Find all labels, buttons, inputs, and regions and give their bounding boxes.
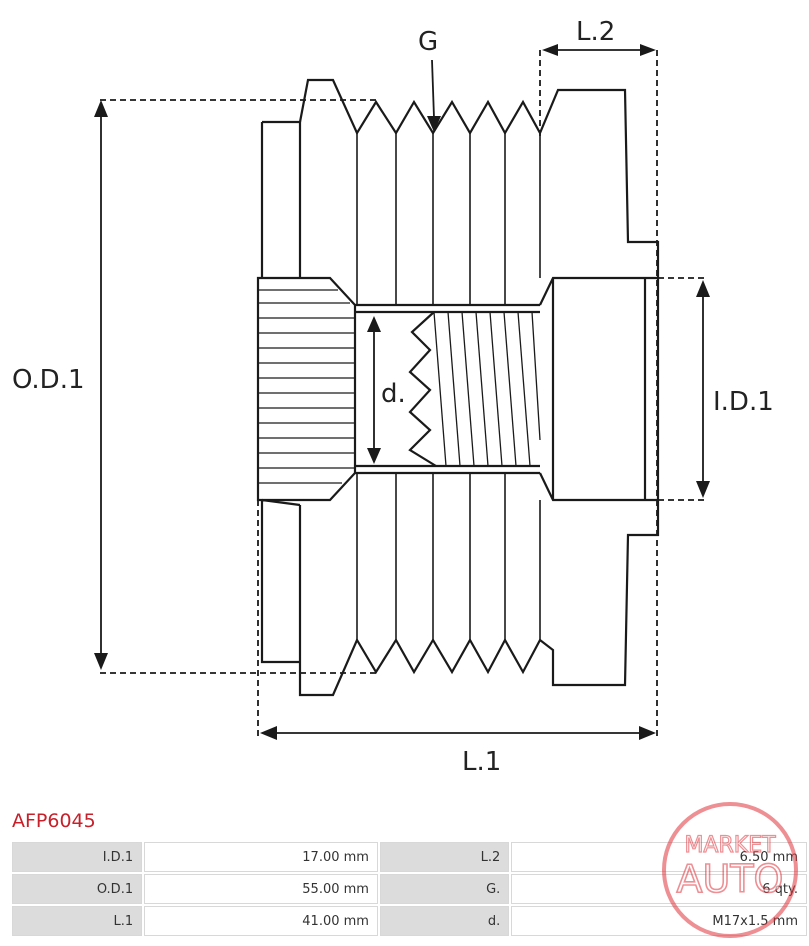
spec-key: I.D.1: [12, 842, 143, 872]
table-row: O.D.1 55.00 mm G. 6 qty.: [12, 874, 807, 904]
label-l2: L.2: [576, 17, 615, 47]
label-id1: I.D.1: [713, 387, 774, 417]
spline-hub: [256, 276, 357, 502]
od-dimension: [100, 99, 378, 674]
label-od1: O.D.1: [12, 365, 85, 395]
bore: [355, 303, 540, 475]
spec-key: d.: [379, 906, 510, 936]
spec-key: L.2: [379, 842, 510, 872]
spec-key: L.1: [12, 906, 143, 936]
spec-table: I.D.1 17.00 mm L.2 6.50 mm O.D.1 55.00 m…: [10, 840, 809, 938]
spec-value: 6 qty.: [511, 874, 807, 904]
pulley-outline-top: [298, 78, 660, 278]
pulley-diagram: G L.2 O.D.1 I.D.1 d. L.1: [12, 17, 774, 777]
label-g: G: [418, 27, 438, 57]
thread-lines: [433, 311, 541, 467]
spec-key: G.: [379, 874, 510, 904]
l1-dimension: [257, 50, 705, 738]
spec-value: 17.00 mm: [144, 842, 378, 872]
table-row: L.1 41.00 mm d. M17x1.5 mm: [12, 906, 807, 936]
spec-key: O.D.1: [12, 874, 143, 904]
thread-profile: [408, 311, 437, 467]
label-d: d.: [381, 379, 406, 409]
spline-teeth: [258, 289, 355, 484]
pulley-outline-bottom: [260, 498, 660, 697]
spec-value: M17x1.5 mm: [511, 906, 807, 936]
spec-value: 41.00 mm: [144, 906, 378, 936]
watermark-text-bottom: AUTO: [677, 857, 784, 901]
label-l1: L.1: [462, 747, 501, 777]
left-flange: [260, 120, 302, 278]
spec-value: 55.00 mm: [144, 874, 378, 904]
market-auto-watermark-logo: MARKET AUTO: [662, 802, 798, 938]
watermark-text-top: MARKET: [684, 833, 776, 858]
part-code: AFP6045: [12, 810, 96, 832]
spec-value: 6.50 mm: [511, 842, 807, 872]
arrowheads: [94, 44, 710, 740]
groove-lines: [356, 133, 541, 640]
table-row: I.D.1 17.00 mm L.2 6.50 mm: [12, 842, 807, 872]
right-hub: [539, 276, 660, 502]
